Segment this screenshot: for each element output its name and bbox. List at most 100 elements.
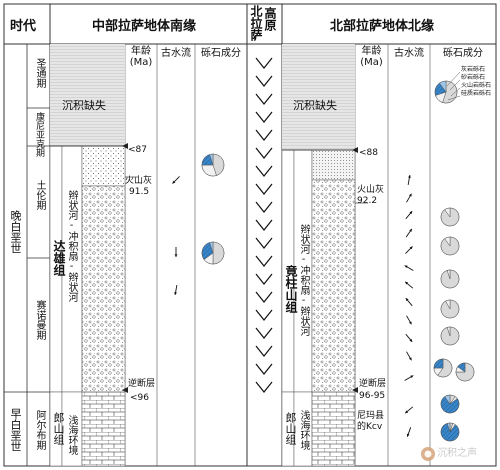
north-formation-langshan: 郎山组	[284, 412, 297, 445]
pie-slice	[440, 396, 460, 414]
south-facies-fan: 辫状河-冲积扇-辫状河	[66, 190, 77, 302]
legend-chert: 硅质岩砾石	[461, 90, 492, 97]
north-paleocurrent-arrows	[404, 174, 414, 437]
era-late-cretaceous: 晚白垩世	[9, 210, 22, 254]
chevron-mark	[255, 129, 273, 141]
pie-slice	[212, 153, 225, 176]
pie-slice	[440, 423, 460, 442]
header-north: 北部拉萨地体北缘	[330, 19, 435, 34]
pie-slice	[437, 358, 453, 378]
chevron-mark	[255, 273, 273, 285]
pie-slice	[209, 153, 214, 166]
clast-pie	[433, 358, 453, 378]
pie-slice	[209, 241, 214, 254]
paleocurrent-arrow	[406, 315, 412, 325]
north-facies-marine: 浅海环境	[298, 410, 309, 450]
paleocurrent-arrow	[406, 427, 412, 437]
paleocurrent-arrow	[174, 284, 178, 296]
paleocurrent-arrow	[405, 333, 413, 343]
north-limestone	[311, 391, 356, 467]
south-formation-langshan: 郎山组	[52, 412, 65, 445]
outer-frame	[3, 3, 497, 467]
paleocurrent-arrow	[405, 228, 413, 238]
paleocurrent-arrow	[405, 246, 413, 254]
chevron-mark	[255, 219, 273, 231]
stage-cenomanian: 赛诺曼期	[34, 300, 45, 340]
legend-leaders	[446, 71, 461, 101]
south-formation-daxiong: 达雄组	[52, 240, 66, 276]
paleocurrent-arrow	[404, 406, 414, 414]
watermark-logo-icon	[421, 447, 435, 461]
paleocurrent-arrow	[405, 297, 413, 307]
north-paleocurrent-header: 古水流	[394, 48, 424, 59]
paleocurrent-arrow	[172, 176, 180, 184]
paleocurrent-arrow	[174, 247, 178, 257]
header-plateau: 高原	[263, 7, 277, 31]
paleocurrent-arrow	[405, 210, 413, 220]
clast-pie	[201, 241, 225, 265]
south-age-bottom: <96	[130, 393, 149, 403]
header-era: 时代	[10, 19, 37, 34]
header-north-lhasa: 北拉萨	[249, 5, 263, 41]
north-nima: 尼玛县	[357, 411, 385, 421]
paleocurrent-arrow	[406, 193, 412, 203]
paleocurrent-arrow	[404, 375, 414, 381]
watermark-text: 沉积之声	[437, 448, 477, 459]
pie-slice	[444, 394, 451, 405]
north-fault-age: 96-95	[359, 391, 386, 401]
south-clast-header: 砾石成分	[201, 48, 241, 59]
pie-slice	[440, 299, 460, 319]
paleocurrent-arrow	[406, 351, 412, 361]
chevron-mark	[255, 345, 273, 357]
south-conglomerate	[81, 185, 126, 393]
legend-volcanic: 火山岩砾石	[461, 82, 492, 89]
north-clast-pies	[433, 207, 475, 442]
north-facies-fan: 辫状河-冲积扇-辫状河	[298, 224, 309, 336]
pie-slice	[457, 362, 466, 373]
chevron-mark	[255, 165, 273, 177]
clast-pie	[440, 236, 460, 256]
stage-maastrichtian: 圣通期	[34, 58, 45, 88]
chevron-mark	[255, 327, 273, 339]
north-strata	[281, 44, 356, 467]
chevron-mark	[255, 147, 273, 159]
pie-slice	[439, 80, 447, 93]
north-age-header: 年龄(Ma)	[360, 46, 383, 68]
chevron-mark	[255, 381, 273, 393]
clast-pie	[440, 269, 460, 289]
south-age-top: <87	[128, 145, 147, 155]
pie-slice	[212, 241, 225, 265]
south-facies-marine: 浅海环境	[66, 415, 77, 455]
pie-slice	[433, 358, 444, 369]
south-limestone	[81, 391, 126, 467]
era-early-cretaceous: 早白垩世	[9, 408, 22, 452]
clast-pie	[440, 207, 460, 227]
clast-pie	[434, 80, 458, 104]
north-volcanic-label: 火山灰	[357, 185, 385, 195]
paleocurrent-arrow	[404, 265, 414, 271]
north-volcanic-age: 92.2	[357, 196, 378, 206]
chevron-mark	[255, 75, 273, 87]
chevron-mark	[255, 291, 273, 303]
chevron-mark	[255, 57, 273, 69]
plateau-chevrons	[255, 57, 273, 393]
stage-turonian: 土伦期	[34, 180, 45, 210]
chevron-mark	[255, 111, 273, 123]
chevron-mark	[255, 183, 273, 195]
stage-albian: 阿尔布期	[34, 410, 45, 450]
chevron-mark	[255, 201, 273, 213]
chevron-mark	[255, 237, 273, 249]
north-formation-jingzhushan: 竟柱山组	[284, 265, 298, 313]
pie-slice	[455, 362, 475, 382]
north-age-top: <88	[359, 148, 378, 158]
chevron-mark	[255, 309, 273, 321]
boundary-markers	[122, 143, 368, 393]
legend-limestone: 灰岩砾石	[461, 66, 486, 73]
clast-pie	[440, 299, 460, 319]
north-nima-kcv: 的Kcv	[357, 422, 383, 432]
pie-slice	[446, 422, 451, 433]
north-fault: 逆断层	[359, 379, 387, 389]
paleocurrent-arrow	[404, 281, 414, 289]
south-volcanic-age: 91.5	[129, 187, 150, 197]
